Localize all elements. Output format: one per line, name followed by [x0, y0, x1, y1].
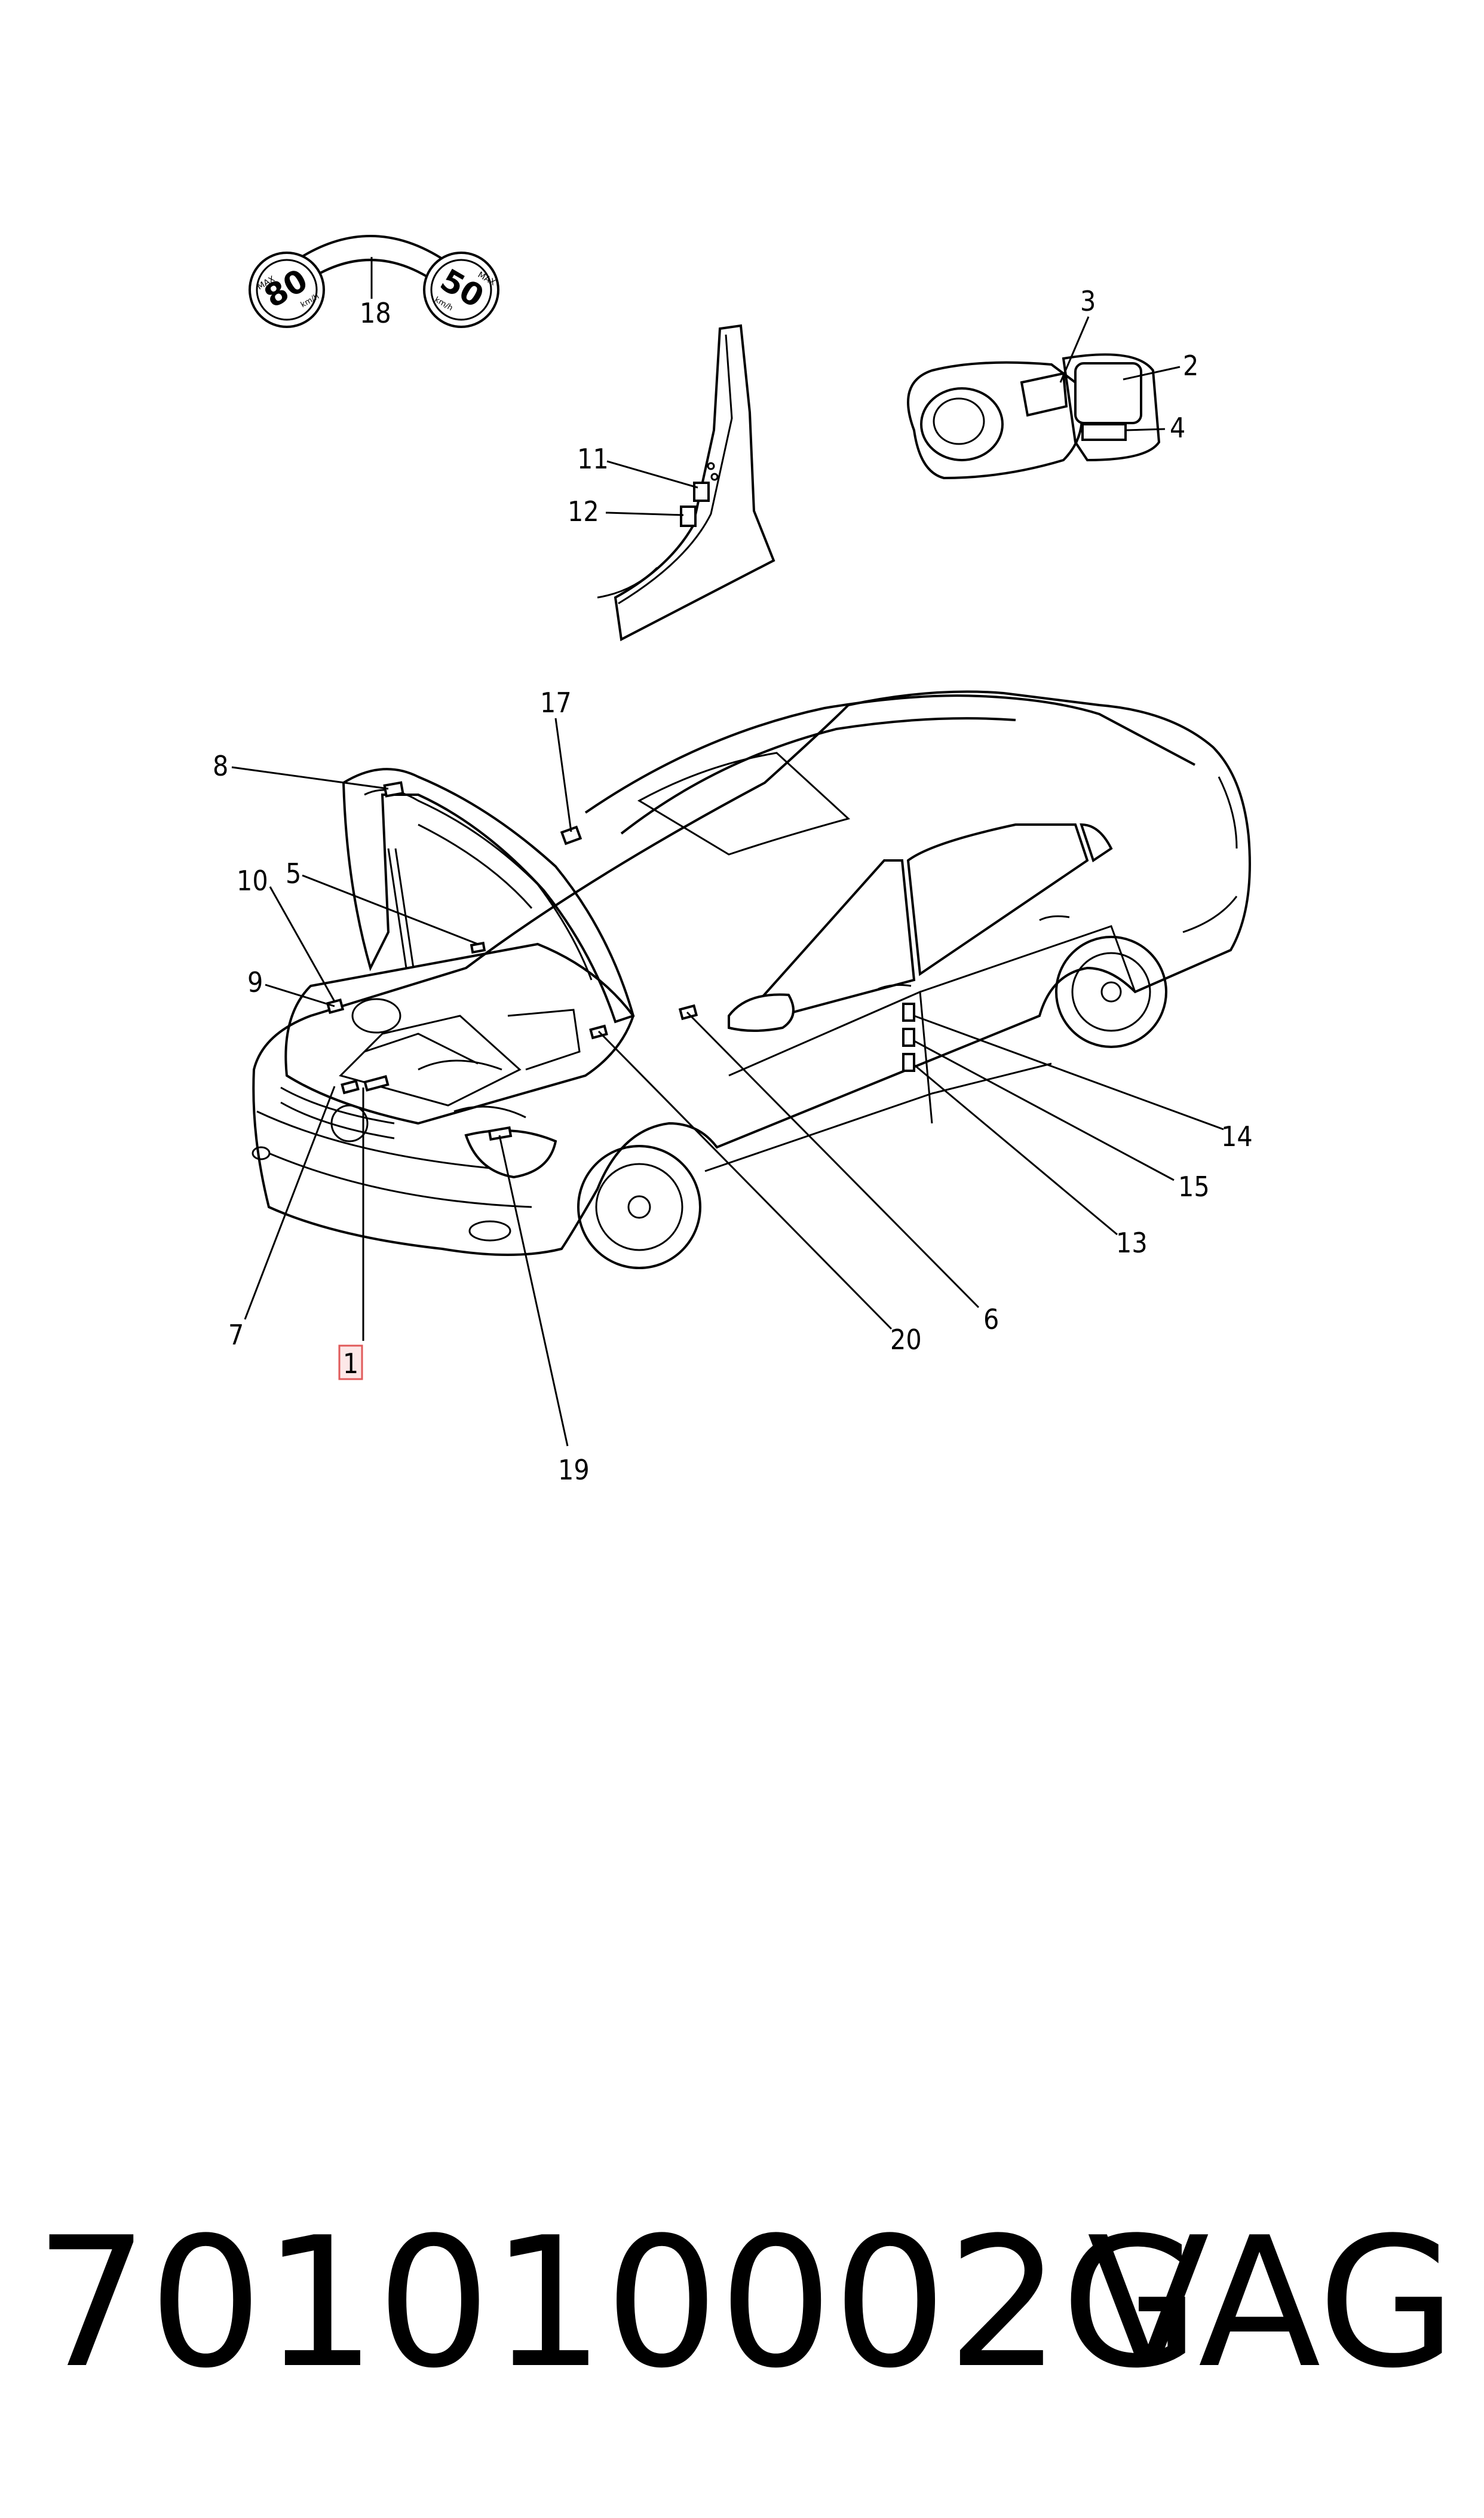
- callout-19[interactable]: 19: [558, 1454, 590, 1486]
- callout-12[interactable]: 12: [568, 495, 599, 528]
- speed-sticker-illustration: MAX 80 km/h MAX 50 km/h: [249, 235, 499, 328]
- callout-13[interactable]: 13: [1116, 1227, 1148, 1259]
- fuel-flap-illustration: [907, 353, 1161, 480]
- callout-6[interactable]: 6: [983, 1303, 999, 1335]
- callout-1[interactable]: 1: [343, 1347, 358, 1380]
- callout-9[interactable]: 9: [247, 966, 263, 998]
- callout-11[interactable]: 11: [577, 443, 609, 475]
- callout-18[interactable]: 18: [360, 297, 391, 329]
- callout-3[interactable]: 3: [1080, 285, 1096, 317]
- pillar-illustration: [597, 324, 775, 642]
- callout-7[interactable]: 7: [228, 1319, 244, 1351]
- part-number: 701010002G: [35, 2199, 1200, 2407]
- callout-15[interactable]: 15: [1178, 1171, 1210, 1203]
- callout-17[interactable]: 17: [540, 687, 572, 719]
- callout-20[interactable]: 20: [890, 1324, 922, 1356]
- callout-10[interactable]: 10: [237, 865, 268, 897]
- callout-1-highlight: [338, 1344, 363, 1380]
- callout-14[interactable]: 14: [1221, 1120, 1253, 1153]
- callout-4[interactable]: 4: [1170, 412, 1185, 444]
- leader-lines: [231, 316, 1224, 1447]
- brand-name: VAG: [1087, 2199, 1457, 2407]
- car-illustration: [252, 690, 1251, 1269]
- callout-8[interactable]: 8: [213, 750, 228, 782]
- callout-5[interactable]: 5: [286, 857, 301, 890]
- callout-2[interactable]: 2: [1183, 350, 1198, 382]
